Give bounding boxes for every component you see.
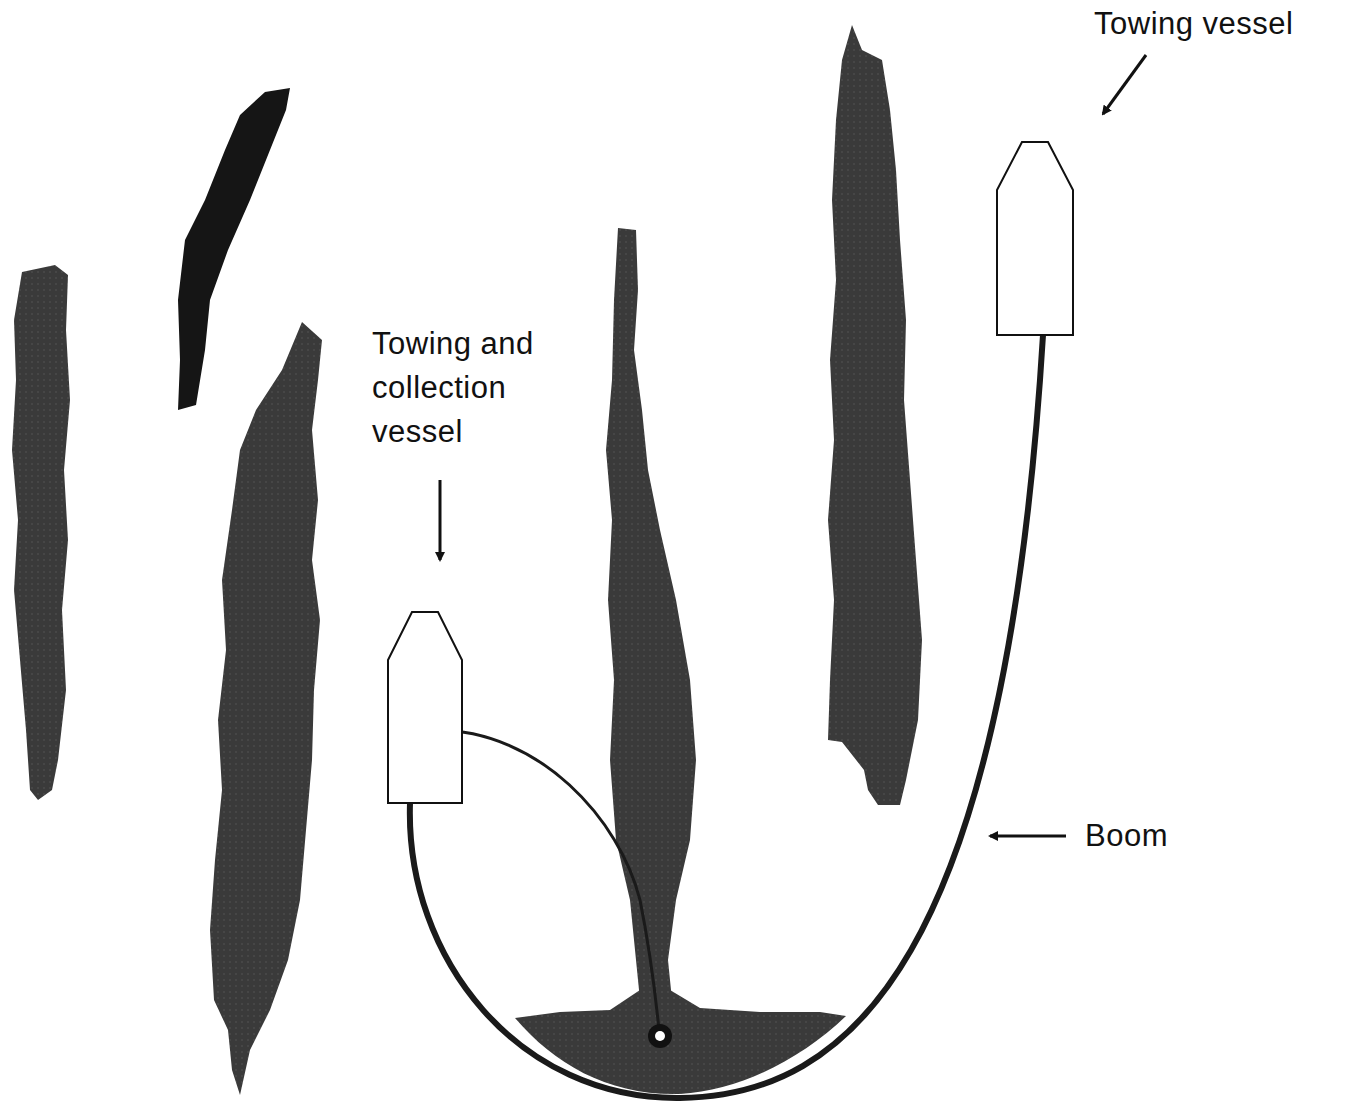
collected-oil: [515, 990, 846, 1094]
skimmer: [655, 1031, 665, 1041]
oil-slick: [210, 322, 322, 1095]
leader-arrow: [990, 835, 1066, 838]
oil-slick: [178, 88, 290, 410]
hose: [436, 730, 659, 1030]
vessel-label: Towing and collection vessel: [372, 322, 572, 454]
vessel-label: Towing vessel: [1094, 2, 1354, 46]
skimmer: [648, 1024, 672, 1048]
towing-vessel: [997, 142, 1073, 335]
leader-arrow: [1103, 55, 1146, 114]
boom-label: Boom: [1085, 814, 1285, 858]
leader-arrow: [439, 480, 442, 560]
oil-slick: [12, 265, 70, 800]
oil-slick: [606, 228, 696, 1000]
oil-slick: [828, 25, 922, 805]
boom: [410, 335, 1043, 1098]
collection-vessel: [388, 612, 462, 803]
